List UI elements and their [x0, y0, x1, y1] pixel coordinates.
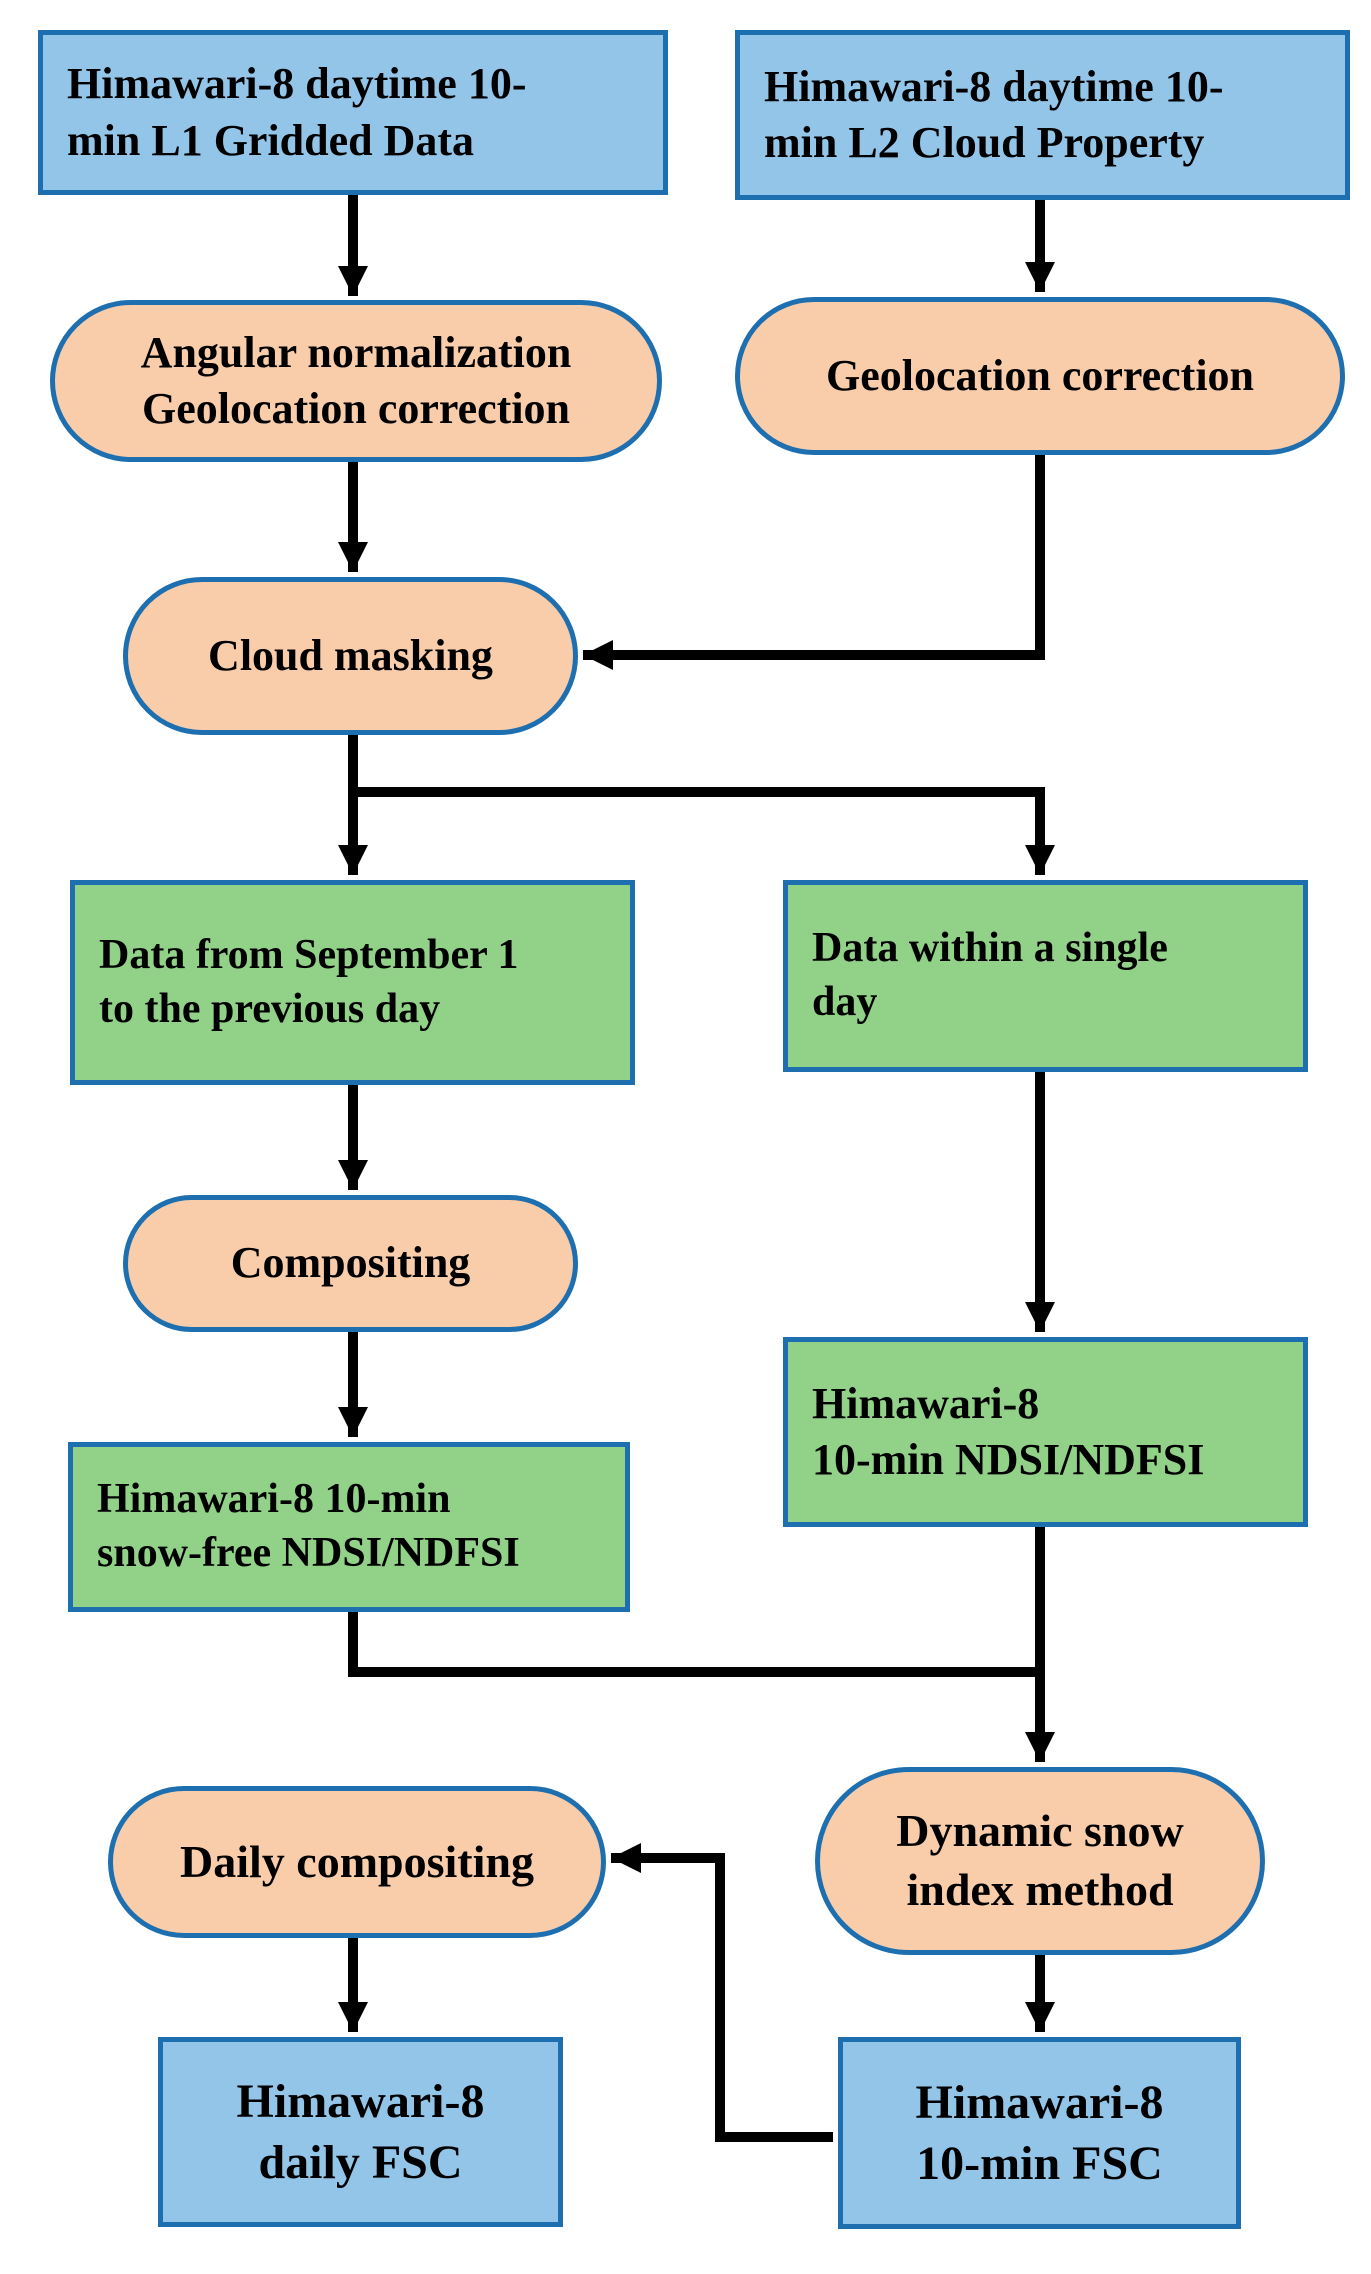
- edge-cloud-to-single: [353, 787, 1055, 875]
- edge-geoloc-to-cloud: [583, 455, 1045, 670]
- compositing-label: Compositing: [230, 1238, 471, 1288]
- daily-fsc-box: Himawari-8 daily FSC: [158, 2037, 563, 2227]
- ndsi-10min-line1: Himawari-8: [812, 1378, 1040, 1428]
- ndsi-10min-line2: 10-min NDSI/NDFSI: [812, 1435, 1205, 1484]
- data-from-september-line1: Data from September 1: [99, 931, 519, 978]
- l1-gridded-data-line2: min L1 Gridded Data: [67, 115, 475, 165]
- dynamic-snow-index-process: Dynamic snow index method: [815, 1767, 1265, 1955]
- l1-gridded-data-box: Himawari-8 daytime 10- min L1 Gridded Da…: [38, 30, 668, 195]
- dynamic-snow-index-line1: Dynamic snow: [896, 1805, 1184, 1857]
- compositing-process: Compositing: [123, 1195, 578, 1332]
- l2-cloud-property-line2: min L2 Cloud Property: [764, 118, 1205, 167]
- data-single-day-box: Data within a single day: [783, 880, 1308, 1072]
- fsc-10min-line2: 10-min FSC: [916, 2137, 1163, 2190]
- l2-cloud-property-box: Himawari-8 daytime 10- min L2 Cloud Prop…: [735, 30, 1350, 200]
- cloud-masking-label: Cloud masking: [208, 630, 493, 680]
- ndsi-10min-box: Himawari-8 10-min NDSI/NDFSI: [783, 1337, 1308, 1527]
- data-single-day-line2: day: [812, 979, 878, 1025]
- snow-free-ndsi-line2: snow-free NDSI/NDFSI: [97, 1530, 520, 1576]
- daily-compositing-process: Daily compositing: [108, 1786, 606, 1938]
- angular-normalization-line1: Angular normalization: [140, 327, 572, 377]
- angular-normalization-process: Angular normalization Geolocation correc…: [50, 300, 662, 462]
- data-from-september-line2: to the previous day: [99, 985, 441, 1032]
- daily-fsc-line2: daily FSC: [258, 2136, 463, 2189]
- snow-free-ndsi-line1: Himawari-8 10-min: [97, 1476, 451, 1523]
- data-from-september-box: Data from September 1 to the previous da…: [70, 880, 635, 1085]
- angular-normalization-line2: Geolocation correction: [141, 384, 571, 433]
- edge-fsc-to-daily-compositing: [611, 1843, 833, 2142]
- data-single-day-line1: Data within a single: [812, 925, 1168, 972]
- geolocation-correction-line1: Geolocation correction: [825, 350, 1255, 400]
- cloud-masking-process: Cloud masking: [123, 577, 578, 735]
- snow-free-ndsi-box: Himawari-8 10-min snow-free NDSI/NDFSI: [68, 1442, 630, 1612]
- daily-compositing-label: Daily compositing: [180, 1835, 534, 1887]
- edge-snowfree-to-dynamic: [348, 1612, 1040, 1677]
- geolocation-correction-process: Geolocation correction: [735, 297, 1345, 455]
- fsc-10min-line1: Himawari-8: [915, 2075, 1164, 2129]
- l1-gridded-data-line1: Himawari-8 daytime 10-: [67, 59, 527, 109]
- dynamic-snow-index-line2: index method: [906, 1864, 1174, 1915]
- daily-fsc-line1: Himawari-8: [236, 2074, 485, 2128]
- l2-cloud-property-line1: Himawari-8 daytime 10-: [764, 61, 1224, 111]
- fsc-10min-box: Himawari-8 10-min FSC: [838, 2037, 1241, 2229]
